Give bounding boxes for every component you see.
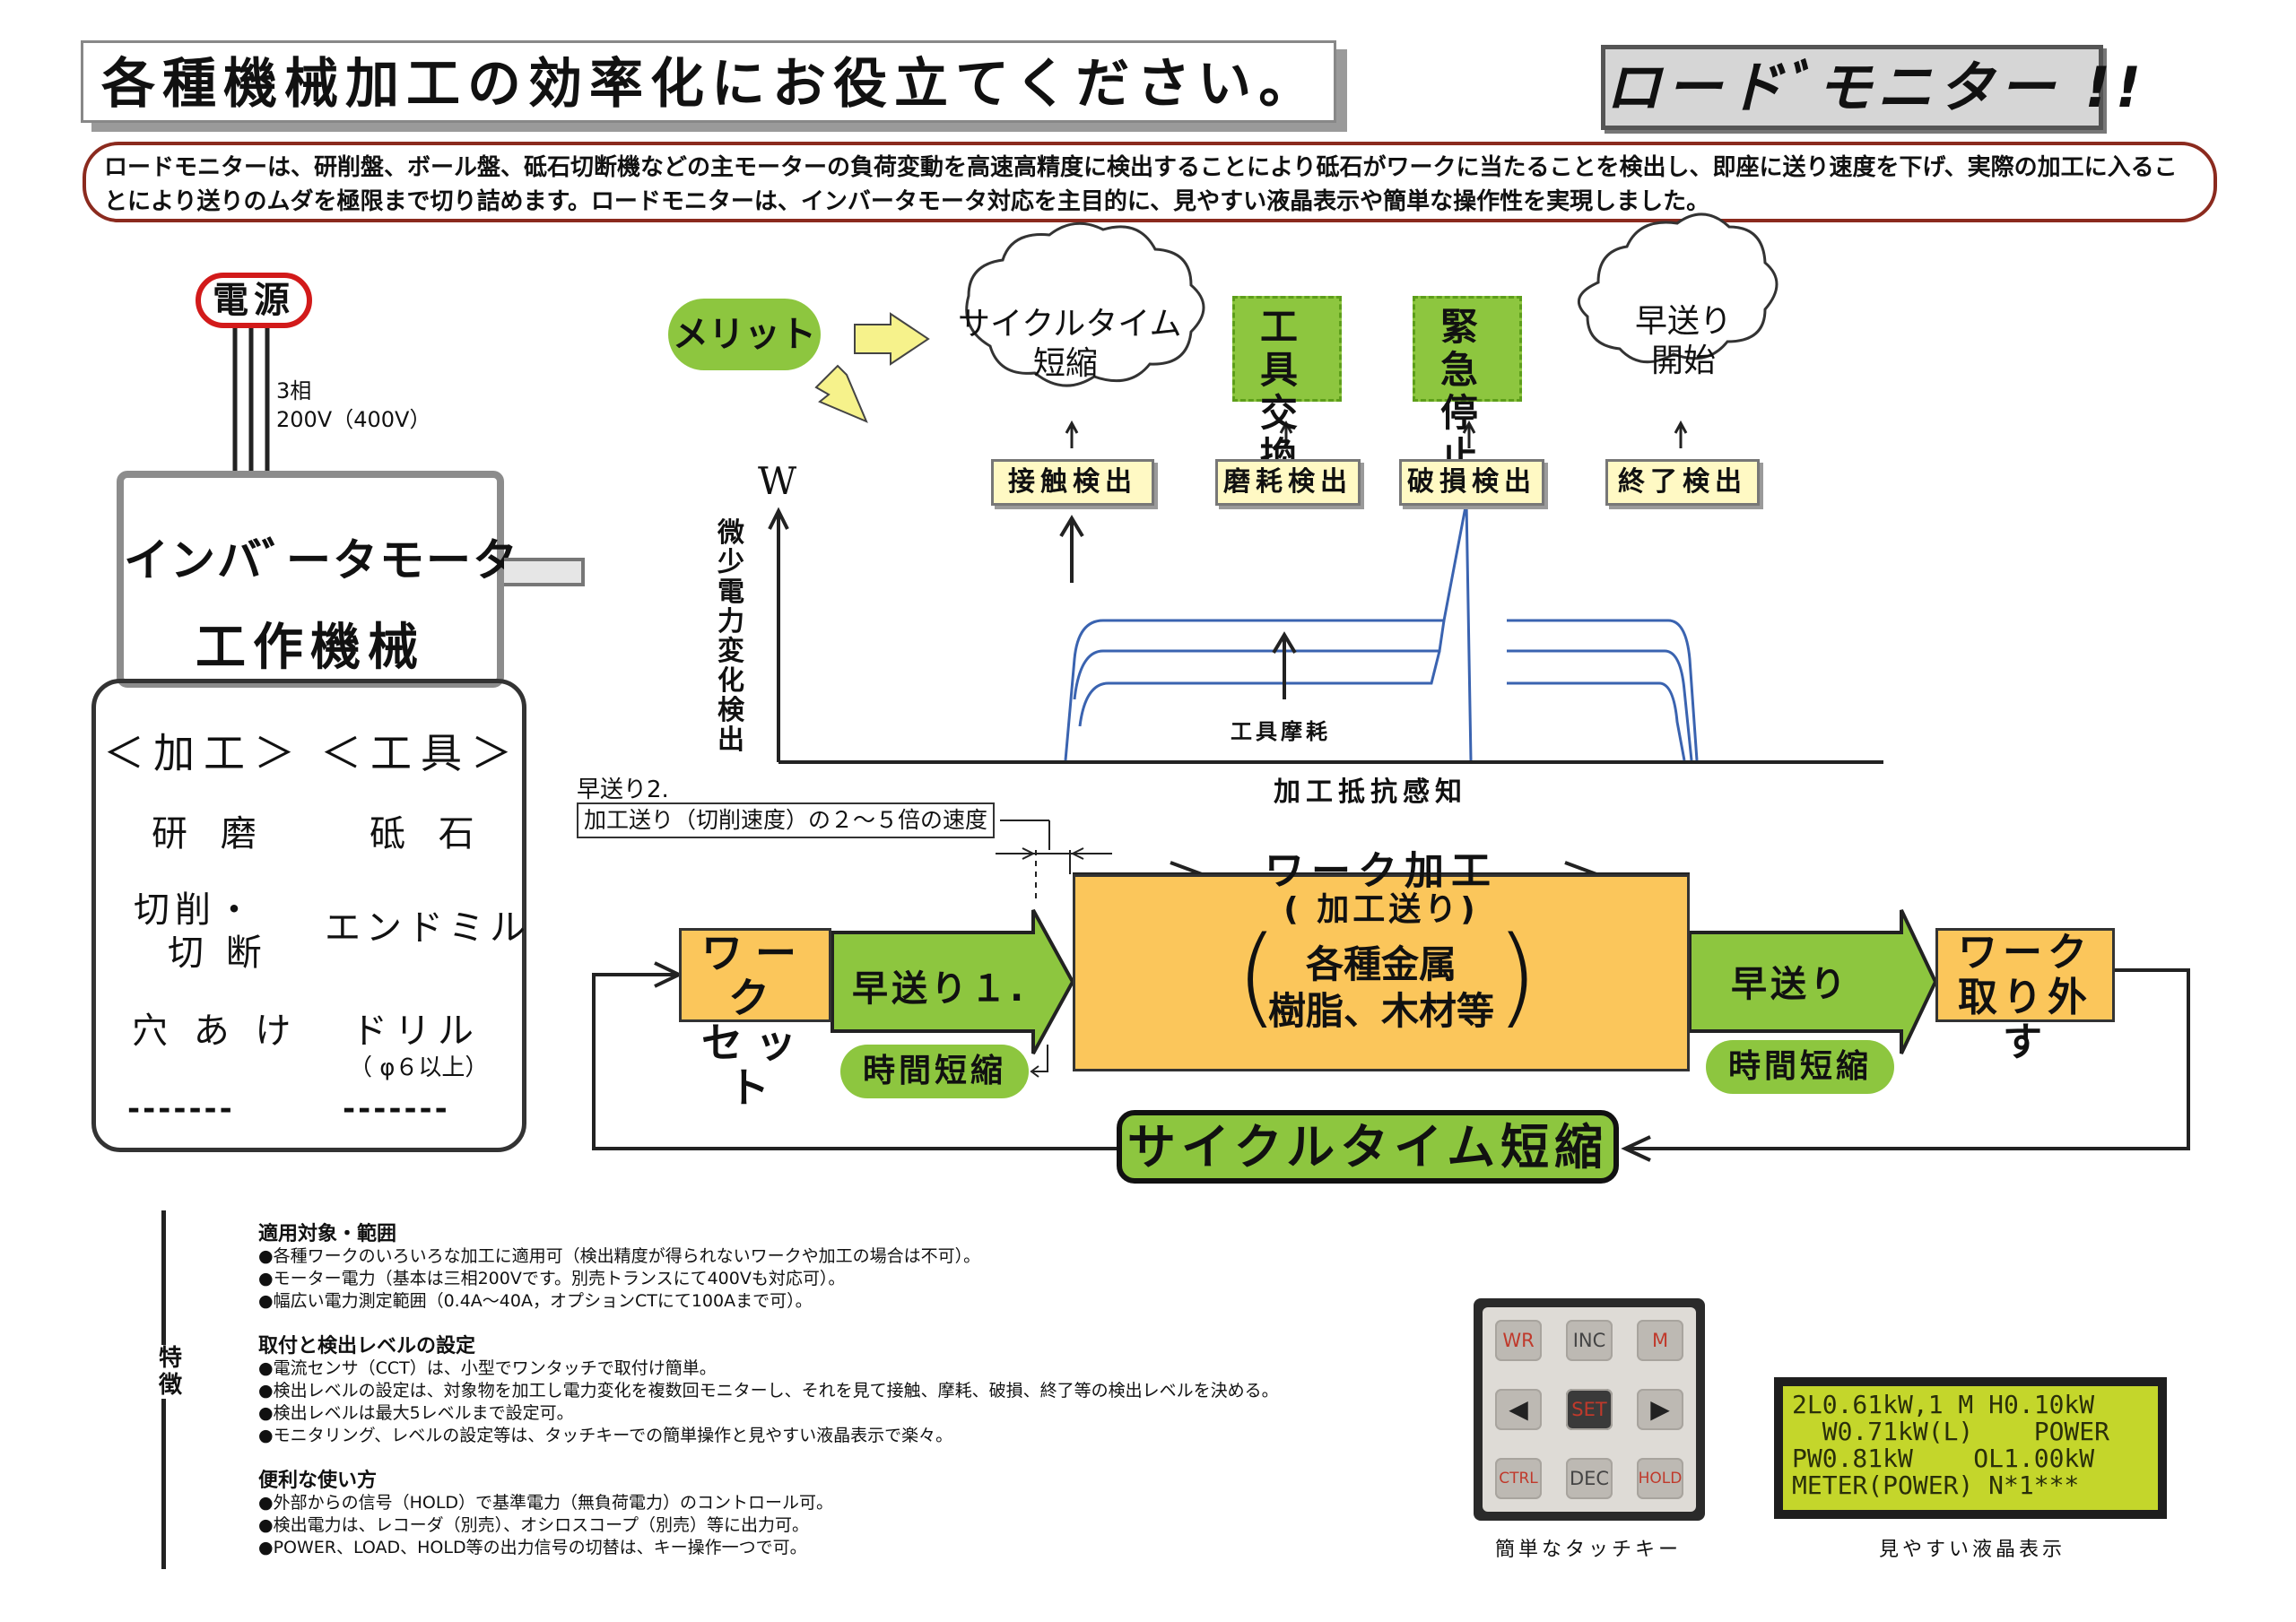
tool-item: ドリル <box>352 1010 481 1052</box>
key-m[interactable]: M <box>1637 1320 1683 1361</box>
cloud-line: 開始 <box>1650 343 1716 379</box>
lcd-line: METER(POWER) N*1*** <box>1792 1470 2080 1500</box>
tool-note: （ φ６以上） <box>349 1054 489 1081</box>
card-line: 交 換 <box>1259 391 1314 478</box>
lcd-line: W0.71kW(L) POWER <box>1792 1417 2110 1446</box>
work-remove-box: ワーク 取り外す <box>1935 928 2115 1065</box>
key-inc[interactable]: INC <box>1566 1320 1613 1361</box>
detect-contact: 接触検出 <box>991 459 1154 506</box>
card-line: 緊 急 <box>1439 305 1494 392</box>
key-wr[interactable]: WR <box>1495 1320 1542 1361</box>
feature-line: ●モーター電力（基本は三相200Vです。別売トランスにて400Vも対応可）。 <box>258 1269 846 1288</box>
feature-line: ●検出レベルの設定は、対象物を加工し電力変化を複数回モニターし、それを見て接触、… <box>258 1381 1279 1401</box>
graph-y-label: 微少電力変化検出 <box>718 517 744 756</box>
work-set-line: ワーク <box>701 929 809 1022</box>
fast-feed-2: 早送り2. <box>577 776 669 803</box>
features-label: 特徴 <box>157 1345 184 1399</box>
card-line: 工 具 <box>1259 305 1314 392</box>
fast-feed-label: 早送り <box>1731 964 1849 1005</box>
process-header: ＜加工＞ <box>103 729 304 777</box>
card-tool-change: 工 具 交 換 <box>1232 296 1342 478</box>
detect-break: 破損検出 <box>1399 459 1544 506</box>
graph-x-label: 加工抵抗感知 <box>1274 776 1467 808</box>
feature-line: ●外部からの信号（HOLD）で基準電力（無負荷電力）のコントロール可。 <box>258 1493 834 1513</box>
material-line: 樹脂、木材等 <box>1267 989 1494 1033</box>
work-remove-line: 取り外す <box>1958 975 2092 1065</box>
process-item: 穴 あ け <box>132 1010 299 1052</box>
cloud-line: 早送り <box>1634 303 1732 340</box>
time-short-right: 時間短縮 <box>1706 1040 1894 1094</box>
work-process-block <box>1073 874 1690 1071</box>
feature-heading: 便利な使い方 <box>258 1470 378 1492</box>
work-set-box: ワーク セット <box>679 928 831 1110</box>
tool-item: エンドミル <box>325 907 531 949</box>
keypad-photo: WR INC M ◀ SET ▶ CTRL DEC HOLD <box>1474 1298 1705 1521</box>
machine-motor-label: インバﾞータモータ <box>124 534 519 586</box>
cloud-line: サイクルタイム <box>958 306 1182 343</box>
feature-line: ●電流センサ（CCT）は、小型でワンタッチで取付け簡単。 <box>258 1358 717 1378</box>
feature-line: ●POWER、LOAD、HOLD等の出力信号の切替は、キー操作一つで可。 <box>258 1538 807 1557</box>
time-short-left: 時間短縮 <box>840 1045 1029 1098</box>
page-title: 各種機械加工の効率化にお役立てください。 <box>81 40 1336 123</box>
process-tool-list: ＜加工＞ ＜工具＞ 研 磨 砥 石 切削・ 切 断 エンドミル 穴 あ け ドリ… <box>91 679 526 1152</box>
feature-heading: 取付と検出レベルの設定 <box>258 1335 476 1357</box>
detect-end: 終了検出 <box>1605 459 1760 506</box>
work-set-line: セット <box>701 1019 809 1112</box>
work-process-title: ワーク加工 <box>1265 848 1498 894</box>
cloud-cycle-time: サイクルタイム 短縮 <box>958 305 1182 384</box>
process-item: 切削・ <box>134 889 257 931</box>
lcd-caption: 見やすい液晶表示 <box>1879 1539 2066 1561</box>
list-dash: ------- <box>127 1091 235 1127</box>
key-dec[interactable]: DEC <box>1566 1458 1613 1499</box>
feature-line: ●モニタリング、レベルの設定等は、タッチキーでの簡単操作と見やすい液晶表示で楽々… <box>258 1426 953 1445</box>
keypad-caption: 簡単なタッチキー <box>1495 1539 1683 1561</box>
detect-wear: 磨耗検出 <box>1215 459 1361 506</box>
power-voltage: 200V（400V） <box>276 407 431 432</box>
paren-left: ( <box>1236 915 1278 1039</box>
power-spec: 3相 200V（400V） <box>276 377 430 434</box>
tool-header: ＜工具＞ <box>320 729 521 777</box>
machine-tool-label: 工作機械 <box>196 619 425 677</box>
feature-line: ●各種ワークのいろいろな加工に適用可（検出精度が得られないワークや加工の場合は不… <box>258 1246 981 1266</box>
feature-heading: 適用対象・範囲 <box>258 1223 397 1245</box>
intro-text: ロードモニターは、研削盤、ボール盤、砥石切断機などの主モーターの負荷変動を高速高… <box>83 142 2217 222</box>
list-dash: ------- <box>343 1091 450 1127</box>
left-arrow-icon[interactable]: ◀ <box>1495 1389 1542 1430</box>
materials: 各種金属 樹脂、木材等 <box>1247 941 1516 1035</box>
material-line: 各種金属 <box>1305 942 1457 986</box>
machine-box: インバﾞータモータ 工作機械 <box>117 471 519 688</box>
work-process-sub: ( 加工送り) <box>1283 891 1479 928</box>
merit-label: メリット <box>668 299 821 370</box>
key-set[interactable]: SET <box>1566 1389 1613 1430</box>
cycle-time-bar: サイクルタイム短縮 <box>1117 1110 1619 1184</box>
fast-feed-note: 加工送り（切削速度）の２～５倍の速度 <box>577 802 996 838</box>
work-remove-line: ワーク <box>1958 930 2092 976</box>
right-arrow-icon[interactable]: ▶ <box>1637 1389 1683 1430</box>
lcd-line: PW0.81kW OL1.00kW <box>1792 1444 2095 1473</box>
graph-wear-label: 工具摩耗 <box>1231 719 1331 744</box>
spindle-shape <box>504 558 585 586</box>
fast-feed-1-label: 早送り１. <box>852 968 1028 1010</box>
process-item: 切 断 <box>168 932 267 974</box>
product-badge: ロードﾞモニター !! <box>1601 45 2141 130</box>
tool-item: 砥 石 <box>370 813 485 854</box>
process-item: 研 磨 <box>152 813 267 854</box>
graph-y-unit: W <box>758 459 797 503</box>
feature-line: ●幅広い電力測定範囲（0.4A～40A，オプションCTにて100Aまで可）。 <box>258 1291 813 1311</box>
cloud-line: 短縮 <box>1032 345 1098 382</box>
lcd-line: 2L0.61kW,1 M H0.10kW <box>1792 1390 2095 1419</box>
feature-line: ●検出レベルは最大5レベルまで設定可。 <box>258 1403 574 1423</box>
paren-right: ) <box>1496 915 1538 1039</box>
card-emergency-stop: 緊 急 停 止 <box>1413 296 1522 478</box>
key-hold[interactable]: HOLD <box>1637 1458 1683 1499</box>
cloud-fast-feed: 早送り 開始 <box>1589 302 1778 381</box>
key-ctrl[interactable]: CTRL <box>1495 1458 1542 1499</box>
feature-line: ●検出電力は、レコーダ（別売）、オシロスコープ（別売）等に出力可。 <box>258 1515 809 1535</box>
power-phase: 3相 <box>276 378 312 403</box>
power-label: 電源 <box>196 273 312 328</box>
